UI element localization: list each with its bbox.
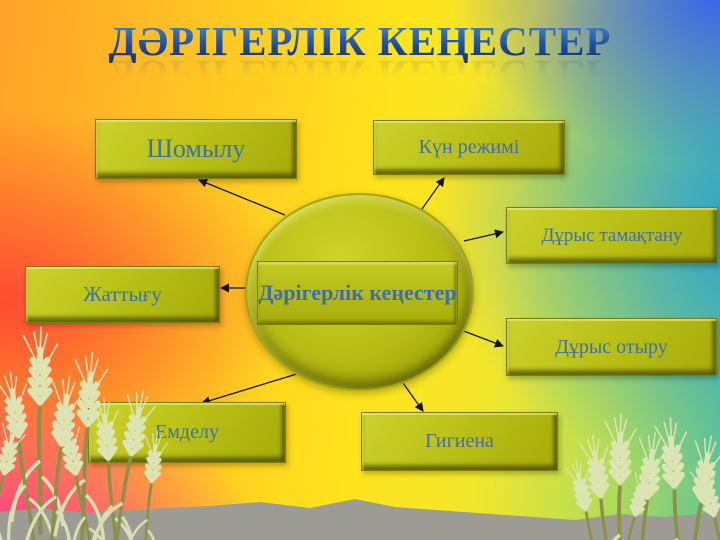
node-kun-rezhimi-label: Күн режимі [418,136,520,158]
node-gigiena-label: Гигиена [425,430,494,452]
node-durys-tamaqtanu: Дұрыс тамақтану [506,207,718,264]
slide-title-block: ДӘРІГЕРЛІК КЕҢЕСТЕР ДӘРІГЕРЛІК КЕҢЕСТЕР [0,19,720,99]
node-durys-otyru: Дұрыс отыру [506,318,717,376]
node-zhattygu-label: Жаттығу [83,282,162,306]
arrow-to-durys-tamaqtanu [463,229,504,242]
wheat-cluster-right [557,413,720,540]
arrow-to-shomylu [198,178,286,216]
arrow-to-durys-otyru [460,329,504,348]
center-plate: Дәрігерлік кеңестер [257,261,458,325]
node-durys-otyru-label: Дұрыс отыру [555,335,668,358]
node-shomylu: Шомылу [95,119,297,179]
node-emdelu-label: Емделу [155,421,219,443]
slide-title-reflection: ДӘРІГЕРЛІК КЕҢЕСТЕР [108,52,612,99]
node-durys-tamaqtanu-label: Дұрыс тамақтану [541,224,683,246]
ground-silhouette [0,499,720,540]
center-label: Дәрігерлік кеңестер [258,280,457,305]
node-kun-rezhimi: Күн режимі [373,120,565,175]
node-gigiena: Гигиена [361,412,558,471]
node-emdelu: Емделу [88,402,286,463]
slide-title: ДӘРІГЕРЛІК КЕҢЕСТЕР [0,19,720,63]
arrow-to-kun-rezhimi [421,177,445,210]
node-shomylu-label: Шомылу [146,134,246,163]
node-zhattygu: Жаттығу [25,266,220,323]
